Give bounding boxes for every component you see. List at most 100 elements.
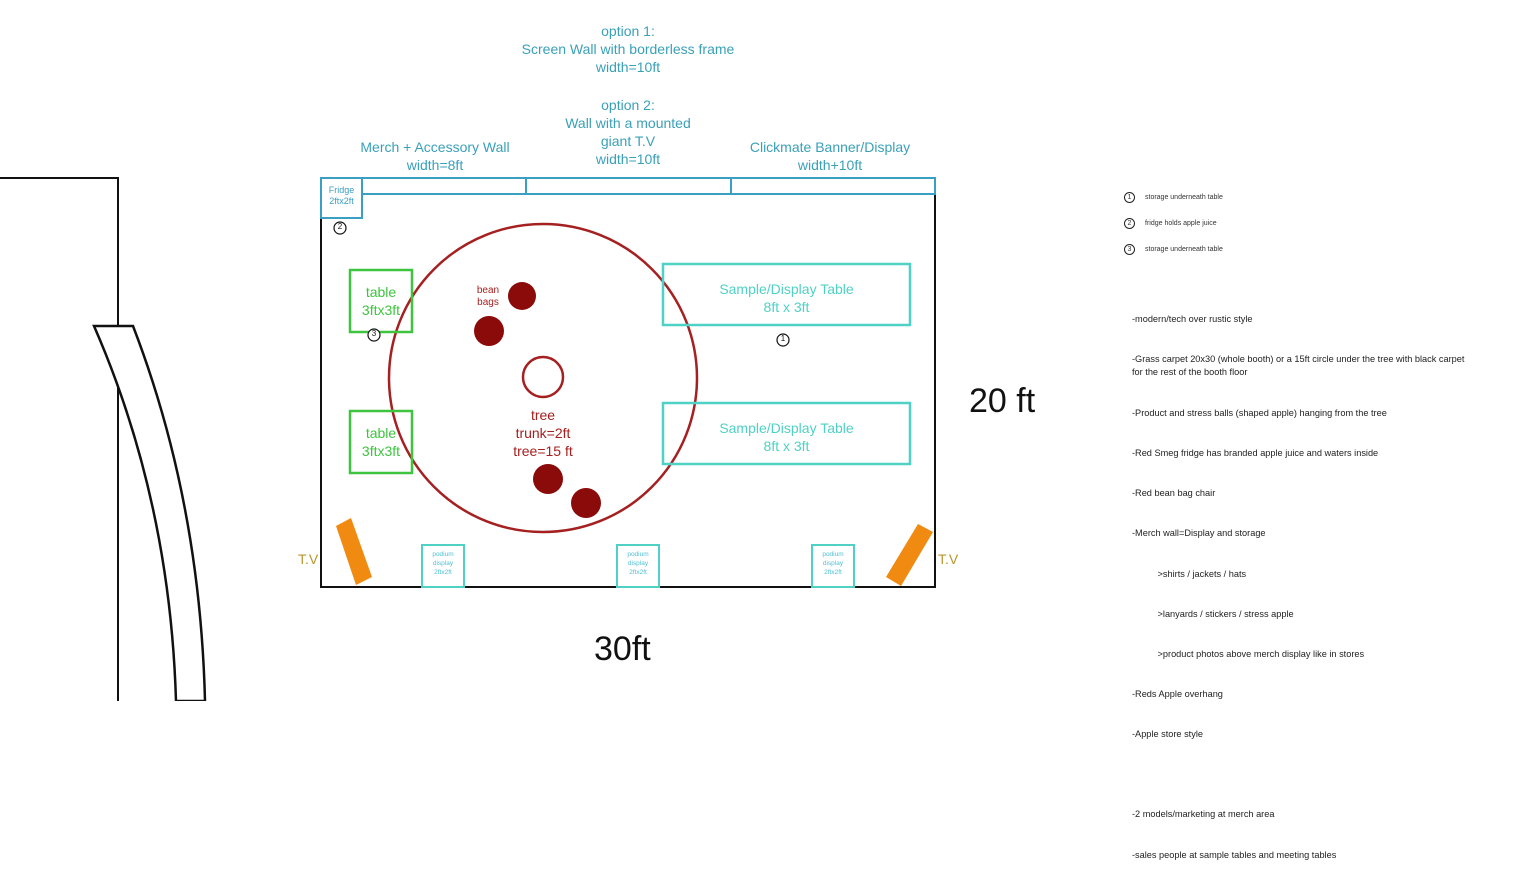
marker-2: 2 [337,222,343,231]
table-left-bottom-label: table 3ftx3ft [350,424,412,460]
sample-table-bottom-label: Sample/Display Table 8ft x 3ft [663,419,910,455]
bean-bag [571,488,601,518]
merch-wall-title: Merch + Accessory Wall [360,139,510,155]
clickmate-wall-title: Clickmate Banner/Display [749,139,911,155]
marker-1: 1 [780,334,786,343]
fridge-title: Fridge [328,185,355,195]
table-size: 3ftx3ft [361,443,401,459]
note-line: -2 models/marketing at merch area [1132,809,1275,820]
tv-right-label: T.V [938,551,959,567]
tree-title: tree [530,407,556,423]
note-line: -Merch wall=Display and storage [1132,528,1266,539]
podium-right [811,544,855,588]
sample-table-top [661,262,912,327]
table-left-bottom [348,409,414,475]
option-1-desc: Screen Wall with borderless frame [521,41,735,57]
clickmate-wall-width: width+10ft [797,157,863,173]
bean-bag [474,316,504,346]
legend-item-2: 2 fridge holds apple juice [1124,218,1217,229]
booth-layout-diagram: 2 3 1 option 1: Screen Wall with borderl… [0,22,1464,860]
marker-2-circle [333,221,347,235]
adjacent-wall [0,177,119,701]
tree-size: tree=15 ft [513,443,573,459]
clickmate-wall-label: Clickmate Banner/Display width+10ft [720,138,940,174]
option-2-width: width=10ft [595,151,661,167]
table-left-top-label: table 3ftx3ft [350,283,412,319]
design-notes: -modern/tech over rustic style -Grass ca… [1132,286,1472,889]
tv-right [886,524,933,586]
podium-left [421,544,465,588]
podium-line: 2ftx2ft [629,569,647,576]
podium-center-label: podium display 2ftx2ft [617,550,659,577]
booth-outline [320,177,936,588]
table-size: 3ftx3ft [361,302,401,318]
merch-wall-width: width=8ft [406,157,464,173]
podium-left-label: podium display 2ftx2ft [422,550,464,577]
table-title: table [365,284,397,300]
option-2-desc: Wall with a mounted [565,115,691,131]
legend-item-1: 1 storage underneath table [1124,192,1223,203]
marker-1-circle [776,333,790,347]
width-dimension: 30ft [594,630,651,668]
podium-line: 2ftx2ft [434,569,452,576]
note-line: >lanyards / stickers / stress apple [1132,608,1294,619]
legend-text: storage underneath table [1145,246,1223,253]
podium-line: display [627,560,649,567]
legend-text: storage underneath table [1145,194,1223,201]
note-line: -Red Smeg fridge has branded apple juice… [1132,447,1379,458]
height-dimension: 20 ft [969,382,1036,420]
sample-table-size: 8ft x 3ft [763,438,810,454]
option-2-label: option 2: Wall with a mounted giant T.V … [478,96,778,168]
option-2-title: option 2: [601,97,655,113]
tree-trunk-size: trunk=2ft [515,425,571,441]
podium-line: display [432,560,454,567]
sample-table-title: Sample/Display Table [719,281,854,297]
bean-bags-label-line: bean [476,285,500,296]
tree-circle [387,222,699,534]
sample-table-size: 8ft x 3ft [763,299,810,315]
bean-bag [508,282,536,310]
option-1-width: width=10ft [595,59,661,75]
curved-walkway [92,324,207,701]
floor-plan-drawing [0,177,936,701]
note-line: -Apple store style [1132,729,1203,740]
note-line: -modern/tech over rustic style [1132,313,1253,324]
merch-wall-label: Merch + Accessory Wall width=8ft [330,138,540,174]
note-line: -Red bean bag chair [1132,488,1216,499]
legend-item-3: 3 storage underneath table [1124,244,1223,255]
bean-bags-label-line: bags [477,297,499,308]
fridge-size: 2ftx2ft [329,196,354,206]
tv-left [336,518,372,585]
option-2-desc-2: giant T.V [600,133,656,149]
podium-line: podium [627,551,649,558]
podium-line: podium [432,551,454,558]
bean-bag [533,464,563,494]
podium-line: 2ftx2ft [824,569,842,576]
tree-label: tree trunk=2ft tree=15 ft [483,406,603,460]
legend-text: fridge holds apple juice [1145,220,1217,227]
sample-table-bottom [661,401,912,466]
note-line: -Grass carpet 20x30 (whole booth) or a 1… [1132,354,1468,378]
note-line: -sales people at sample tables and meeti… [1132,849,1337,860]
table-title: table [365,425,397,441]
legend-number: 1 [1124,192,1135,203]
back-wall [361,177,936,195]
fridge-label: Fridge 2ftx2ft [321,185,362,207]
marker-3: 3 [371,329,377,338]
table-left-top [348,268,414,334]
podium-right-label: podium display 2ftx2ft [812,550,854,577]
option-1-label: option 1: Screen Wall with borderless fr… [478,22,778,76]
sample-table-title: Sample/Display Table [719,420,854,436]
tv-left-label: T.V [298,551,319,567]
note-line: -Reds Apple overhang [1132,689,1223,700]
option-1-title: option 1: [601,23,655,39]
podium-line: podium [822,551,844,558]
fridge-box [320,177,363,219]
note-line: >shirts / jackets / hats [1132,568,1247,579]
note-line [1132,769,1472,782]
tree-trunk [521,355,565,399]
podium-center [616,544,660,588]
legend-number: 3 [1124,244,1135,255]
sample-table-top-label: Sample/Display Table 8ft x 3ft [663,280,910,316]
note-line: >product photos above merch display like… [1132,648,1365,659]
